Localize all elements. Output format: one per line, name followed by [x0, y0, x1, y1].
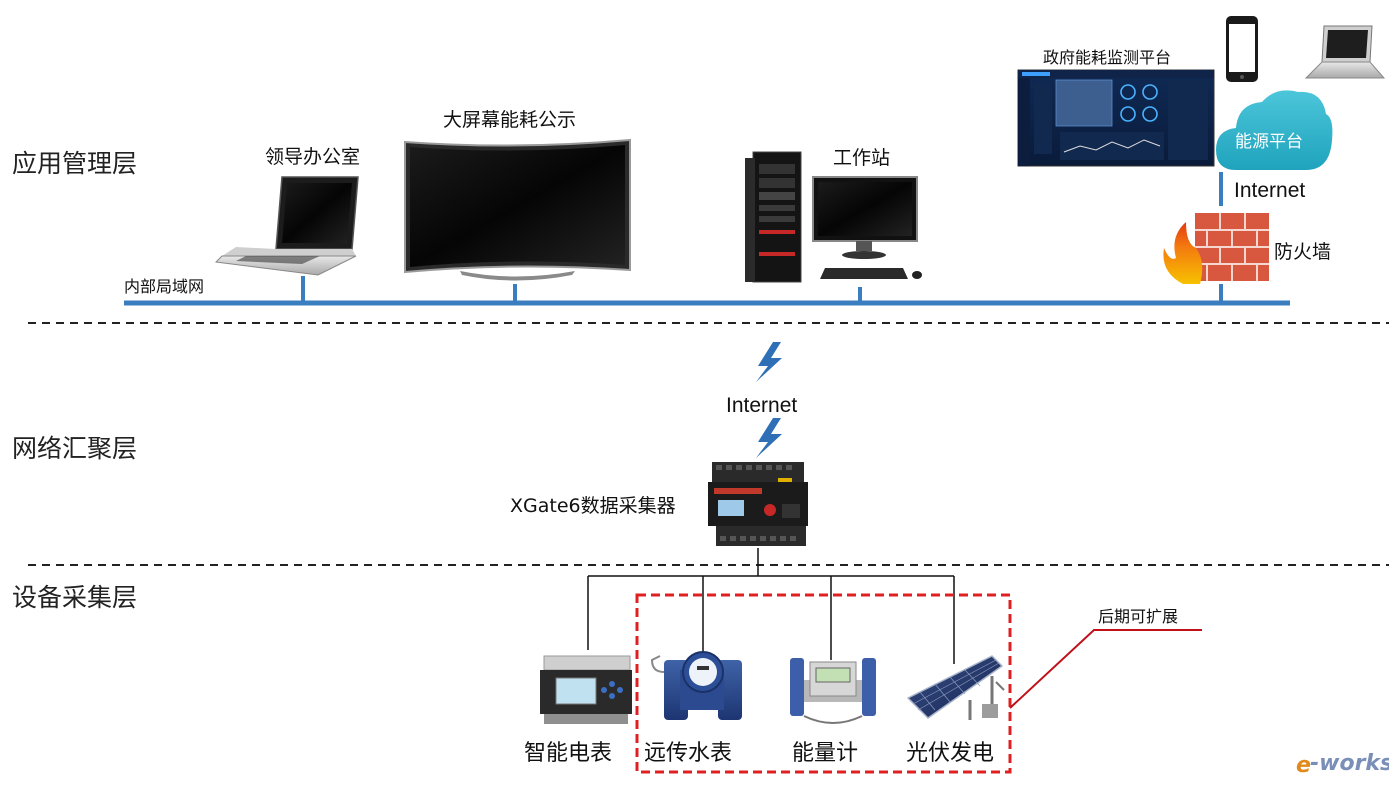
- electric-meter-icon: [540, 655, 632, 724]
- solar-panel-icon: [906, 655, 1005, 720]
- office-label: 领导办公室: [265, 146, 360, 168]
- gov-platform-label: 政府能耗监测平台: [1043, 48, 1171, 67]
- energy-label: 能量计: [792, 741, 858, 766]
- workstation-label: 工作站: [833, 147, 890, 169]
- pv-label: 光伏发电: [906, 741, 994, 766]
- internet-top-label: Internet: [1234, 179, 1305, 202]
- energy-meter-icon: [790, 658, 876, 724]
- layer-title-network: 网络汇聚层: [12, 434, 137, 463]
- expansion-callout-line: [1009, 629, 1202, 709]
- lightning-icon-upper: [756, 342, 782, 382]
- data-collector-icon: [708, 462, 808, 546]
- cloud-icon: [1216, 90, 1333, 170]
- dashboard-screenshot-icon: [1017, 69, 1215, 167]
- eworks-watermark-logo: e -works: [1296, 751, 1389, 778]
- laptop-icon: [214, 176, 359, 276]
- field-bus: [587, 548, 955, 664]
- layer-title-application: 应用管理层: [12, 149, 137, 178]
- expansion-box: [635, 593, 1012, 774]
- svg-text:-works: -works: [1310, 751, 1389, 776]
- collector-label: XGate6数据采集器: [510, 495, 676, 517]
- firewall-label: 防火墙: [1274, 241, 1331, 263]
- screen-label: 大屏幕能耗公示: [443, 109, 576, 131]
- lightning-icon-lower: [756, 418, 782, 458]
- remote-laptop-icon: [1304, 25, 1386, 79]
- cloud-label: 能源平台: [1235, 132, 1303, 152]
- water-label: 远传水表: [644, 741, 732, 766]
- large-display-icon: [404, 138, 631, 281]
- firewall-icon: [1163, 213, 1269, 284]
- water-meter-icon: [650, 651, 742, 720]
- workstation-icon: [745, 151, 922, 283]
- lan-bus: [124, 276, 1290, 306]
- internet-label: Internet: [726, 394, 797, 417]
- lan-label: 内部局域网: [124, 277, 204, 296]
- meter-label: 智能电表: [524, 741, 612, 766]
- layer-title-device: 设备采集层: [12, 583, 137, 612]
- svg-text:e: e: [1296, 753, 1311, 778]
- expansion-label: 后期可扩展: [1098, 607, 1178, 626]
- phone-icon: [1226, 16, 1258, 82]
